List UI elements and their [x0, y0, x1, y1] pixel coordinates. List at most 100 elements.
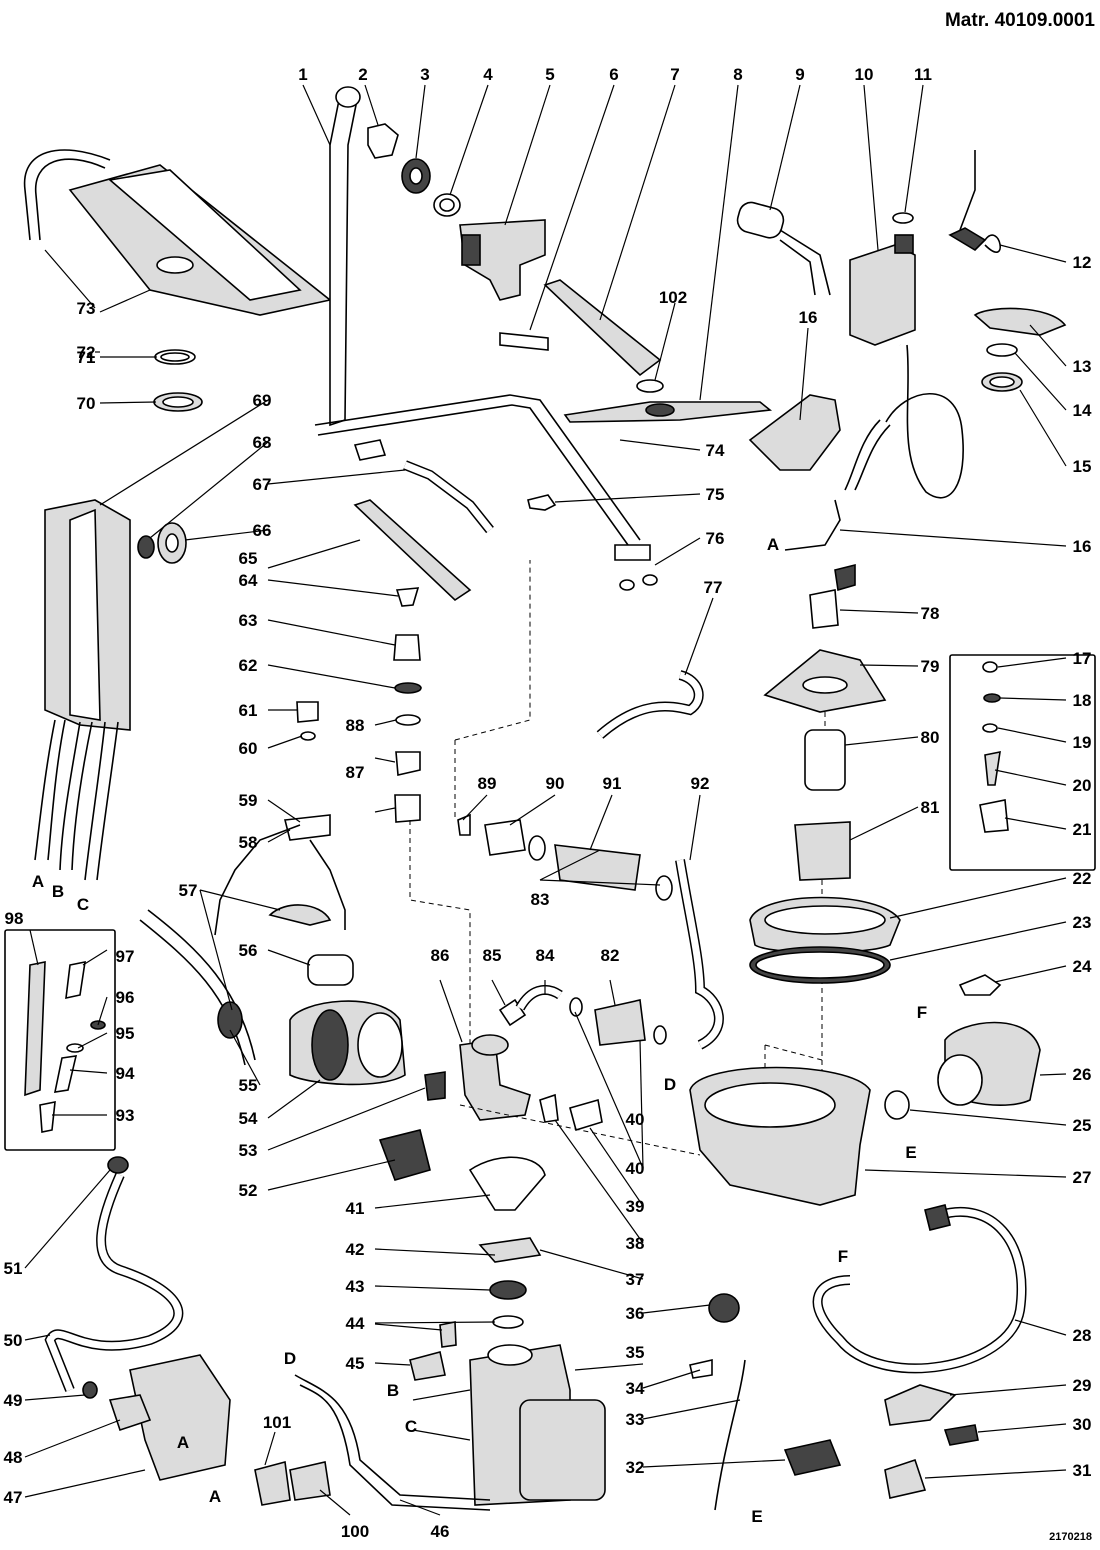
part-label-98: 98 — [5, 909, 24, 928]
part-label-9: 9 — [795, 65, 804, 84]
part-label-37: 37 — [626, 1270, 645, 1289]
part-label-83: 83 — [531, 890, 550, 909]
part-label-48: 48 — [4, 1448, 23, 1467]
part-label-12: 12 — [1073, 253, 1092, 272]
part-label-51: 51 — [4, 1259, 23, 1278]
part-label-67: 67 — [253, 475, 272, 494]
part-label-40-b: 40 — [626, 1110, 645, 1129]
part-label-55: 55 — [239, 1076, 258, 1095]
part-label-97: 97 — [116, 947, 135, 966]
part-label-59: 59 — [239, 791, 258, 810]
part-label-8: 8 — [733, 65, 742, 84]
part-label-57: 57 — [179, 881, 198, 900]
part-label-81: 81 — [921, 798, 940, 817]
part-label-26: 26 — [1073, 1065, 1092, 1084]
conn-letter-C-2: C — [405, 1417, 417, 1436]
upper-spray-cover — [23, 149, 332, 316]
part-label-28: 28 — [1073, 1326, 1092, 1345]
part-label-46: 46 — [431, 1522, 450, 1541]
part-label-24: 24 — [1073, 957, 1092, 976]
part-label-89: 89 — [478, 774, 497, 793]
part-label-10: 10 — [855, 65, 874, 84]
part-label-72: 72 — [77, 343, 96, 362]
part-label-66: 66 — [253, 521, 272, 540]
part-label-80: 80 — [921, 728, 940, 747]
part-label-70: 70 — [77, 394, 96, 413]
part-label-88: 88 — [346, 716, 365, 735]
connection-letters: A B C A A A B C D D E E F F — [32, 535, 927, 1526]
part-label-84: 84 — [536, 946, 555, 965]
part-label-77: 77 — [704, 578, 723, 597]
part-label-34: 34 — [626, 1379, 645, 1398]
part-label-91: 91 — [603, 774, 622, 793]
part-label-100: 100 — [341, 1522, 369, 1541]
part-label-38: 38 — [626, 1234, 645, 1253]
part-label-101: 101 — [263, 1413, 291, 1432]
part-label-58: 58 — [239, 833, 258, 852]
part-label-90: 90 — [546, 774, 565, 793]
part-label-15: 15 — [1073, 457, 1092, 476]
part-label-21: 21 — [1073, 820, 1092, 839]
part-label-78: 78 — [921, 604, 940, 623]
part-label-62: 62 — [239, 656, 258, 675]
part-label-94: 94 — [116, 1064, 135, 1083]
conn-letter-A-4: A — [209, 1487, 221, 1506]
part-label-45: 45 — [346, 1354, 365, 1373]
part-label-92: 92 — [691, 774, 710, 793]
conn-letter-B-1: B — [52, 882, 64, 901]
part-label-33: 33 — [626, 1410, 645, 1429]
part-label-65: 65 — [239, 549, 258, 568]
part-label-40: 40 — [626, 1159, 645, 1178]
part-label-13: 13 — [1073, 357, 1092, 376]
part-label-50: 50 — [4, 1331, 23, 1350]
part-label-16-b: 16 — [799, 308, 818, 327]
part-label-5: 5 — [545, 65, 554, 84]
part-label-30: 30 — [1073, 1415, 1092, 1434]
part-label-63: 63 — [239, 611, 258, 630]
conn-letter-E-1: E — [905, 1143, 916, 1162]
part-label-76: 76 — [706, 529, 725, 548]
part-label-71: 71 — [77, 348, 96, 367]
part-label-64: 64 — [239, 571, 258, 590]
part-label-18: 18 — [1073, 691, 1092, 710]
drawing-code: 2170218 — [1049, 1531, 1092, 1543]
part-label-44: 44 — [346, 1314, 365, 1333]
conn-letter-E-2: E — [751, 1507, 762, 1526]
part-label-54: 54 — [239, 1109, 258, 1128]
part-label-35: 35 — [626, 1343, 645, 1362]
part-label-49: 49 — [4, 1391, 23, 1410]
part-label-25: 25 — [1073, 1116, 1092, 1135]
part-label-82: 82 — [601, 946, 620, 965]
conn-letter-D-1: D — [284, 1349, 296, 1368]
part-label-95: 95 — [116, 1024, 135, 1043]
conn-letter-A-1: A — [32, 872, 44, 891]
part-label-17: 17 — [1073, 649, 1092, 668]
part-label-69: 69 — [253, 391, 272, 410]
conn-letter-B-2: B — [387, 1381, 399, 1400]
part-label-96: 96 — [116, 988, 135, 1007]
part-label-20: 20 — [1073, 776, 1092, 795]
conn-letter-F-1: F — [917, 1003, 927, 1022]
part-label-4: 4 — [483, 65, 493, 84]
spray-arm-pipe — [314, 86, 641, 546]
part-label-6: 6 — [609, 65, 618, 84]
conn-letter-D-2: D — [664, 1075, 676, 1094]
part-drawings — [4, 86, 1096, 1511]
part-label-1: 1 — [298, 65, 307, 84]
part-label-32: 32 — [626, 1458, 645, 1477]
part-label-86: 86 — [431, 946, 450, 965]
part-label-39: 39 — [626, 1197, 645, 1216]
part-label-3: 3 — [420, 65, 429, 84]
part-label-42: 42 — [346, 1240, 365, 1259]
conn-letter-F-2: F — [838, 1247, 848, 1266]
part-label-102: 102 — [659, 288, 687, 307]
part-label-27: 27 — [1073, 1168, 1092, 1187]
part-label-23: 23 — [1073, 913, 1092, 932]
part-label-41: 41 — [346, 1199, 365, 1218]
part-label-73: 73 — [77, 299, 96, 318]
part-label-19: 19 — [1073, 733, 1092, 752]
part-label-47: 47 — [4, 1488, 23, 1507]
conn-letter-A-2: A — [767, 535, 779, 554]
part-label-75: 75 — [706, 485, 725, 504]
